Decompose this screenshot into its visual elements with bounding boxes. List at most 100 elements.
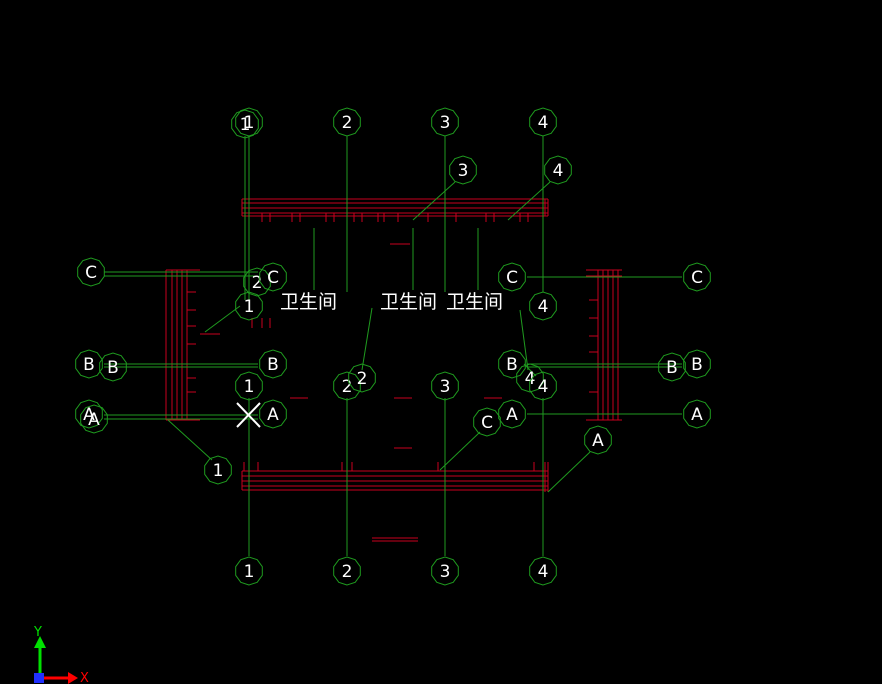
- axis-bubble-label: 1: [244, 113, 255, 133]
- axis-bubble: 2: [333, 556, 361, 586]
- axis-bubble-outline: [75, 399, 103, 429]
- axis-bubble: 4: [529, 556, 557, 586]
- axis-bubble: C: [473, 407, 501, 437]
- axis-bubble: 1: [235, 371, 263, 401]
- axis-bubble-outline: [77, 257, 105, 287]
- axis-bubble: 2: [333, 107, 361, 137]
- axis-bubble-outline: [658, 352, 686, 382]
- axis-bubble-outline: [431, 556, 459, 586]
- axis-bubble-label: 3: [440, 377, 451, 397]
- axis-bubble-label: A: [267, 405, 279, 425]
- axis-bubble-outline: [529, 291, 557, 321]
- axis-bubble: A: [498, 399, 526, 429]
- room-label-2: 卫生间: [380, 291, 437, 313]
- axis-bubble-outline: [529, 371, 557, 401]
- axis-bubble: A: [80, 404, 108, 434]
- axis-bubble: B: [683, 349, 711, 379]
- axis-bubble-outline: [498, 262, 526, 292]
- axis-bubble-label: 1: [244, 562, 255, 582]
- y-arrowhead-icon: [34, 636, 46, 648]
- axis-bubble-label: B: [267, 355, 279, 375]
- axis-bubble: B: [498, 349, 526, 379]
- axis-bubble: 2: [348, 363, 376, 393]
- axis-bubble-outline: [683, 262, 711, 292]
- axis-bubble: 1: [235, 291, 263, 321]
- axis-bubble-outline: [473, 407, 501, 437]
- axis-bubble-outline: [544, 155, 572, 185]
- axis-bubble: A: [683, 399, 711, 429]
- room-label-1: 卫生间: [280, 291, 337, 313]
- axis-bubble-outline: [235, 371, 263, 401]
- axis-bubble: 1: [235, 107, 263, 137]
- walls: [165, 198, 622, 542]
- axis-bubble: C: [259, 262, 287, 292]
- axis-bubble-label: 2: [357, 369, 368, 389]
- axis-bubble-outline: [529, 556, 557, 586]
- axis-bubble-label: 4: [538, 297, 549, 317]
- axis-bubble-outline: [259, 262, 287, 292]
- axis-bubble-outline: [348, 363, 376, 393]
- axis-bubble-outline: [516, 363, 544, 393]
- axis-bubble-label: 3: [440, 113, 451, 133]
- axis-bubble-outline: [431, 371, 459, 401]
- axis-bubble: 4: [529, 291, 557, 321]
- axis-bubble-outline: [498, 349, 526, 379]
- axis-bubble-outline: [259, 399, 287, 429]
- axis-bubble-outline: [584, 425, 612, 455]
- axis-bubble: 2: [333, 371, 361, 401]
- axis-bubble-label: B: [666, 358, 678, 378]
- axis-bubble-label: C: [85, 263, 97, 283]
- axis-bubble: A: [584, 425, 612, 455]
- axis-bubble-label: B: [83, 355, 95, 375]
- axis-bubble-label: B: [691, 355, 703, 375]
- axis-bubble: 3: [431, 107, 459, 137]
- axis-bubble: 1: [231, 109, 259, 139]
- axis-bubble: A: [75, 399, 103, 429]
- axis-bubble-label: A: [592, 431, 604, 451]
- axis-bubble-label: 3: [458, 161, 469, 181]
- axis-bubble: 4: [529, 371, 557, 401]
- axis-bubble-label: C: [691, 268, 703, 288]
- axis-bubble-label: B: [107, 358, 119, 378]
- axis-bubble-outline: [333, 107, 361, 137]
- axis-bubble: C: [498, 262, 526, 292]
- axis-bubble: 4: [544, 155, 572, 185]
- axis-bubble: 2: [243, 267, 271, 297]
- axis-bubble-label: 4: [538, 113, 549, 133]
- axis-bubble-outline: [80, 404, 108, 434]
- cross-marker-icon: [236, 402, 261, 428]
- grid-lines: [104, 136, 682, 556]
- axis-bubble-label: C: [267, 268, 279, 288]
- axis-bubble-outline: [204, 455, 232, 485]
- axis-bubble-outline: [431, 107, 459, 137]
- ucs-axis-indicator: Y X: [33, 625, 89, 684]
- axis-bubble-label: 1: [244, 297, 255, 317]
- axis-bubble-outline: [333, 556, 361, 586]
- axis-bubble-outline: [449, 155, 477, 185]
- axis-bubble-outline: [75, 349, 103, 379]
- axis-bubble-outline: [235, 556, 263, 586]
- axis-bubble: 1: [235, 556, 263, 586]
- x-axis-label: X: [80, 671, 89, 684]
- axis-bubble-label: 4: [538, 562, 549, 582]
- room-label-3: 卫生间: [446, 291, 503, 313]
- axis-bubble-outline: [235, 107, 263, 137]
- axis-bubble-outline: [498, 399, 526, 429]
- x-arrowhead-icon: [68, 672, 78, 684]
- axis-bubble-label: A: [88, 410, 100, 430]
- axis-bubble-outline: [333, 371, 361, 401]
- axis-bubble-outline: [529, 107, 557, 137]
- axis-bubble: 4: [516, 363, 544, 393]
- y-axis-label: Y: [33, 625, 42, 640]
- axis-bubble-label: A: [506, 405, 518, 425]
- axis-bubble-label: 4: [538, 377, 549, 397]
- axis-bubble: C: [683, 262, 711, 292]
- axis-bubble-label: A: [691, 405, 703, 425]
- axis-bubble-label: 2: [342, 562, 353, 582]
- axis-bubble-label: 3: [440, 562, 451, 582]
- axis-bubble-label: C: [506, 268, 518, 288]
- axis-bubble: 3: [431, 371, 459, 401]
